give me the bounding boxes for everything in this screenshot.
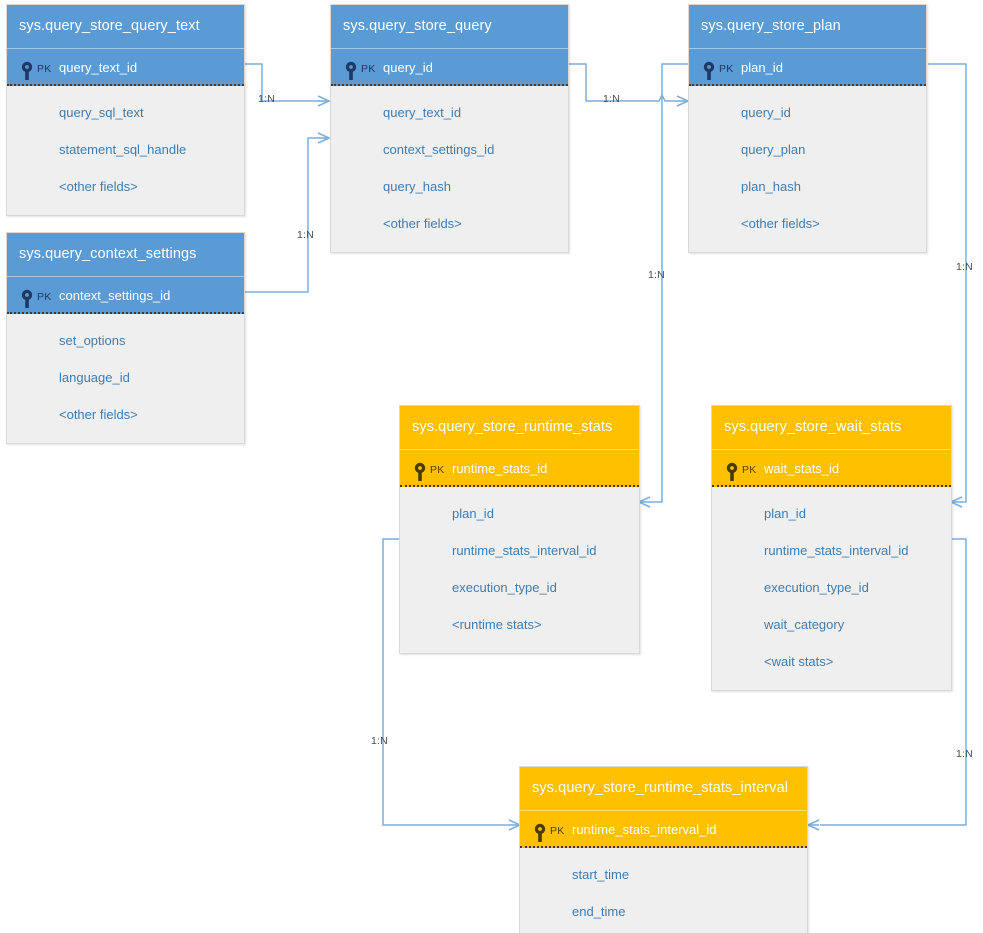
connector-query-text-to-query — [245, 63, 319, 102]
cardinality-label-r5: 1:N — [956, 261, 973, 273]
field-row: <other fields> — [741, 216, 820, 231]
pk-field-name: query_id — [383, 60, 433, 75]
field-row: runtime_stats_interval_id — [764, 543, 909, 558]
key-icon — [702, 58, 724, 80]
field-row: plan_id — [452, 506, 494, 521]
entity-fields: plan_id runtime_stats_interval_id execut… — [712, 487, 951, 690]
pk-field-name: query_text_id — [59, 60, 138, 75]
entity-title: sys.query_store_query_text — [7, 5, 244, 48]
field-row: <other fields> — [59, 179, 138, 194]
key-icon — [413, 459, 435, 481]
entity-query-store-query-text[interactable]: sys.query_store_query_text PK query_text… — [6, 4, 245, 216]
field-row: execution_type_id — [452, 580, 557, 595]
pk-field-name: context_settings_id — [59, 288, 171, 303]
entity-query-store-runtime-stats[interactable]: sys.query_store_runtime_stats PK runtime… — [399, 405, 640, 654]
field-row: plan_hash — [741, 179, 801, 194]
entity-fields: plan_id runtime_stats_interval_id execut… — [400, 487, 639, 653]
key-icon — [725, 459, 747, 481]
field-row: runtime_stats_interval_id — [452, 543, 597, 558]
entity-fields: set_options language_id <other fields> — [7, 314, 244, 443]
field-row: query_hash — [383, 179, 451, 194]
field-row: query_text_id — [383, 105, 462, 120]
cardinality-label-r4: 1:N — [648, 269, 665, 281]
pk-badge: PK — [550, 825, 565, 837]
entity-query-store-runtime-stats-interval[interactable]: sys.query_store_runtime_stats_interval P… — [519, 766, 808, 933]
entity-query-store-plan[interactable]: sys.query_store_plan PK plan_id query_id… — [688, 4, 927, 253]
field-row: end_time — [572, 904, 626, 919]
pk-badge: PK — [430, 464, 445, 476]
entity-query-context-settings[interactable]: sys.query_context_settings PK context_se… — [6, 232, 245, 444]
field-row: <other fields> — [59, 407, 138, 422]
field-row: context_settings_id — [383, 142, 495, 157]
entity-fields: query_id query_plan plan_hash <other fie… — [689, 86, 926, 252]
entity-query-store-query[interactable]: sys.query_store_query PK query_id query_… — [330, 4, 569, 253]
pk-badge: PK — [37, 291, 52, 303]
field-row: query_sql_text — [59, 105, 144, 120]
entity-title: sys.query_store_query — [331, 5, 568, 48]
entity-title: sys.query_context_settings — [7, 233, 244, 276]
pk-field-name: runtime_stats_id — [452, 461, 548, 476]
entity-primary-key-row[interactable]: PK query_id — [331, 48, 568, 86]
field-row: <runtime stats> — [452, 617, 542, 632]
key-icon — [344, 58, 366, 80]
entity-title: sys.query_store_plan — [689, 5, 926, 48]
field-row: set_options — [59, 333, 126, 348]
field-row: <wait stats> — [764, 654, 834, 669]
key-icon — [20, 286, 42, 308]
entity-fields: query_sql_text statement_sql_handle <oth… — [7, 86, 244, 215]
field-row: query_plan — [741, 142, 806, 157]
entity-primary-key-row[interactable]: PK runtime_stats_interval_id — [520, 810, 807, 848]
entity-query-store-wait-stats[interactable]: sys.query_store_wait_stats PK wait_stats… — [711, 405, 952, 691]
key-icon — [20, 58, 42, 80]
field-row: plan_id — [764, 506, 806, 521]
field-row: query_id — [741, 105, 791, 120]
field-row: execution_type_id — [764, 580, 869, 595]
pk-badge: PK — [719, 63, 734, 75]
pk-badge: PK — [37, 63, 52, 75]
cardinality-label-r7: 1:N — [956, 748, 973, 760]
entity-primary-key-row[interactable]: PK plan_id — [689, 48, 926, 86]
cardinality-label-r3: 1:N — [603, 93, 620, 105]
entity-primary-key-row[interactable]: PK runtime_stats_id — [400, 449, 639, 487]
cardinality-label-r2: 1:N — [297, 229, 314, 241]
cardinality-label-r6: 1:N — [371, 735, 388, 747]
pk-badge: PK — [361, 63, 376, 75]
connector-plan-to-runtime-stats — [650, 63, 688, 503]
field-row: statement_sql_handle — [59, 142, 187, 157]
entity-primary-key-row[interactable]: PK context_settings_id — [7, 276, 244, 314]
pk-field-name: runtime_stats_interval_id — [572, 822, 717, 837]
pk-field-name: plan_id — [741, 60, 783, 75]
connector-context-settings-to-query — [245, 137, 319, 293]
field-row: wait_category — [764, 617, 845, 632]
field-row: start_time — [572, 867, 630, 882]
entity-title: sys.query_store_runtime_stats_interval — [520, 767, 807, 810]
entity-fields: query_text_id context_settings_id query_… — [331, 86, 568, 252]
entity-title: sys.query_store_runtime_stats — [400, 406, 639, 449]
entity-title: sys.query_store_wait_stats — [712, 406, 951, 449]
key-icon — [533, 820, 555, 842]
entity-primary-key-row[interactable]: PK query_text_id — [7, 48, 244, 86]
entity-fields: start_time end_time — [520, 848, 807, 933]
field-row: language_id — [59, 370, 130, 385]
field-row: <other fields> — [383, 216, 462, 231]
cardinality-label-r1: 1:N — [258, 93, 275, 105]
entity-primary-key-row[interactable]: PK wait_stats_id — [712, 449, 951, 487]
pk-badge: PK — [742, 464, 757, 476]
pk-field-name: wait_stats_id — [764, 461, 840, 476]
